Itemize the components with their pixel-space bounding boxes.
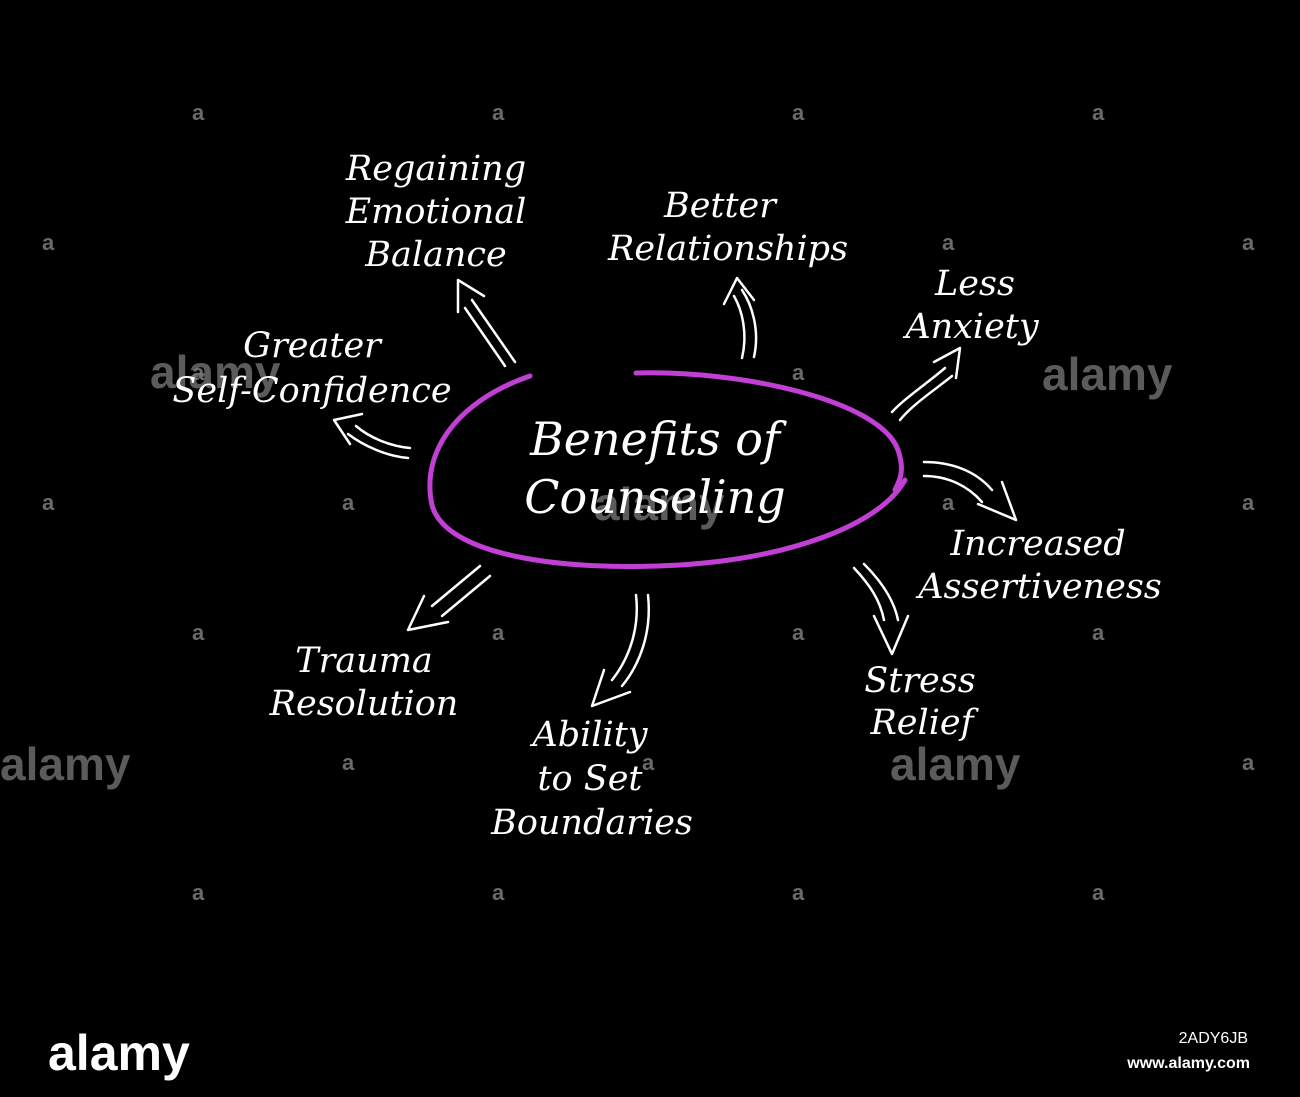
node-line: Relief [869, 703, 979, 743]
watermark-mark: a [192, 360, 205, 385]
center-ellipse [427, 370, 908, 569]
node-better-relationships: Better Relationships [607, 186, 848, 269]
node-line: Self-Confidence [172, 371, 451, 411]
watermark-mark: a [42, 490, 55, 515]
watermark-mark: a [792, 880, 805, 905]
center-title-line-1: Benefits of [529, 412, 787, 466]
watermark-mark: a [942, 490, 955, 515]
watermark-mark: a [1092, 100, 1105, 125]
watermark-mark: a [192, 620, 205, 645]
node-increased-assertiveness: Increased Assertiveness [915, 524, 1162, 607]
watermark-mark: a [492, 880, 505, 905]
node-line: Greater [243, 326, 383, 366]
watermark-logo: alamy [150, 346, 281, 398]
node-line: Relationships [607, 229, 848, 269]
watermark-mark: a [1242, 230, 1255, 255]
watermark-mark: a [792, 100, 805, 125]
watermark-mark: a [1092, 880, 1105, 905]
ellipse-stroke-left [427, 373, 908, 569]
watermark-mark: a [942, 230, 955, 255]
node-line: Better [663, 186, 778, 226]
node-regaining-emotional-balance: Regaining Emotional Balance [345, 149, 527, 275]
ellipse-stroke-right [633, 370, 904, 493]
arrow-stress-relief [852, 562, 910, 656]
footer-logo: alamy [48, 1025, 190, 1081]
node-line: Balance [364, 235, 507, 275]
watermark-layer: a a a a a a a a a a a a a a a a a a a a … [0, 100, 1255, 905]
arrow-better-relationships [722, 276, 758, 360]
footer: alamy 2ADY6JB www.alamy.com [48, 1025, 1250, 1081]
watermark-mark: a [492, 100, 505, 125]
watermark-logo: alamy [594, 478, 725, 530]
center-title-line-2: Counseling [524, 470, 785, 524]
node-line: Trauma [295, 641, 433, 681]
node-stress-relief: Stress Relief [864, 661, 979, 743]
node-line: Resolution [269, 684, 459, 724]
watermark-mark: a [1092, 620, 1105, 645]
node-line: to Set [537, 759, 643, 799]
watermark-mark: a [642, 750, 655, 775]
node-line: Ability [529, 715, 648, 755]
arrow-trauma-resolution [406, 564, 492, 632]
watermark-mark: a [342, 750, 355, 775]
watermark-logo: alamy [890, 738, 1021, 790]
node-greater-self-confidence: Greater Self-Confidence [172, 326, 451, 411]
arrow-ability-to-set-boundaries [590, 593, 650, 708]
watermark-logo: alamy [0, 738, 131, 790]
watermark-mark: a [792, 360, 805, 385]
node-line: Increased [949, 524, 1125, 564]
watermark-mark: a [792, 620, 805, 645]
watermark-mark: a [342, 490, 355, 515]
footer-image-id: 2ADY6JB [1179, 1030, 1248, 1047]
watermark-mark: a [492, 620, 505, 645]
node-less-anxiety: Less Anxiety [902, 264, 1040, 347]
arrow-greater-self-confidence [332, 412, 412, 460]
node-ability-to-set-boundaries: Ability to Set Boundaries [490, 715, 693, 843]
arrow-regaining-emotional-balance [456, 278, 517, 368]
node-line: Boundaries [490, 803, 693, 843]
node-line: Anxiety [902, 307, 1040, 347]
watermark-mark: a [192, 880, 205, 905]
arrow-less-anxiety [890, 346, 962, 422]
arrow-increased-assertiveness [922, 460, 1018, 522]
footer-url: www.alamy.com [1126, 1055, 1250, 1072]
node-trauma-resolution: Trauma Resolution [269, 641, 459, 724]
node-line: Emotional [345, 192, 527, 232]
node-line: Regaining [345, 149, 526, 189]
watermark-mark: a [42, 230, 55, 255]
watermark-mark: a [1242, 490, 1255, 515]
node-line: Assertiveness [915, 567, 1162, 607]
watermark-mark: a [192, 100, 205, 125]
node-line: Stress [864, 661, 975, 701]
watermark-mark: a [1242, 750, 1255, 775]
node-line: Less [934, 264, 1015, 304]
watermark-logo: alamy [1042, 348, 1173, 400]
center-title: Benefits of Counseling [524, 412, 787, 524]
